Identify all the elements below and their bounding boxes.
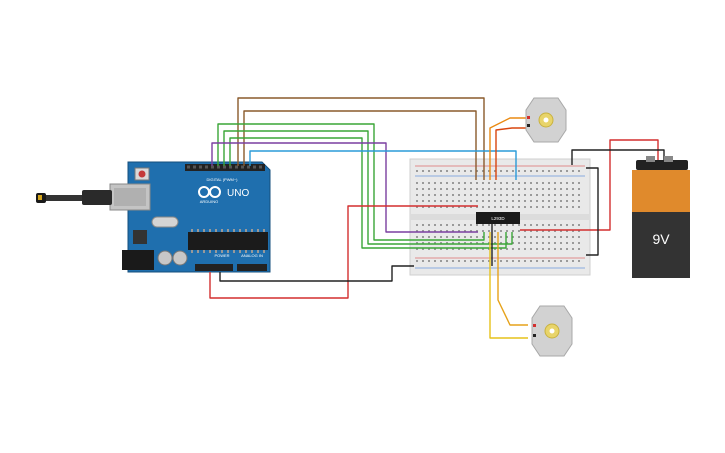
wire-yellow — [497, 232, 528, 326]
wire-yellow — [489, 232, 528, 339]
battery-icon[interactable]: 9V — [632, 156, 690, 278]
chip-label: L293D — [491, 216, 505, 221]
l293d-chip[interactable] — [476, 212, 520, 224]
wire-red — [209, 205, 478, 299]
capacitor — [172, 250, 188, 266]
power-label: POWER — [214, 253, 229, 258]
motor-icon — [544, 323, 560, 339]
brand-label: ARDUINO — [200, 199, 218, 204]
dc-jack-icon — [122, 250, 154, 270]
wire-green — [217, 123, 485, 241]
regulator — [133, 230, 147, 244]
wire-brown — [237, 97, 485, 180]
battery-label: 9V — [652, 231, 670, 247]
wire-green — [223, 130, 513, 245]
wire-black — [586, 167, 599, 256]
usb-cable[interactable] — [82, 190, 112, 205]
capacitor — [157, 250, 173, 266]
analog-label: ANALOG IN — [241, 253, 263, 258]
motor-icon — [538, 112, 554, 128]
analog-header — [237, 264, 267, 271]
wire-orange — [495, 127, 528, 180]
motor-top[interactable] — [525, 97, 567, 143]
wire-blue — [249, 150, 517, 180]
arduino-logo — [198, 186, 221, 198]
power-header — [195, 264, 233, 271]
wire-black — [571, 149, 665, 165]
crystal — [151, 216, 179, 228]
motor-bottom[interactable] — [531, 305, 573, 357]
atmega-chip — [188, 232, 268, 250]
digital-label: DIGITAL (PWM~) — [207, 177, 239, 182]
wires[interactable] — [209, 97, 665, 339]
breadboard[interactable]: L293D — [409, 158, 591, 276]
model-label: UNO — [227, 188, 249, 199]
arduino-board[interactable]: DIGITAL (PWM~) UNO ARDUINO — [36, 161, 271, 273]
wire-purple — [211, 142, 478, 233]
wire-orange — [489, 117, 528, 180]
wire-red — [520, 139, 659, 231]
wire-black — [219, 265, 414, 282]
